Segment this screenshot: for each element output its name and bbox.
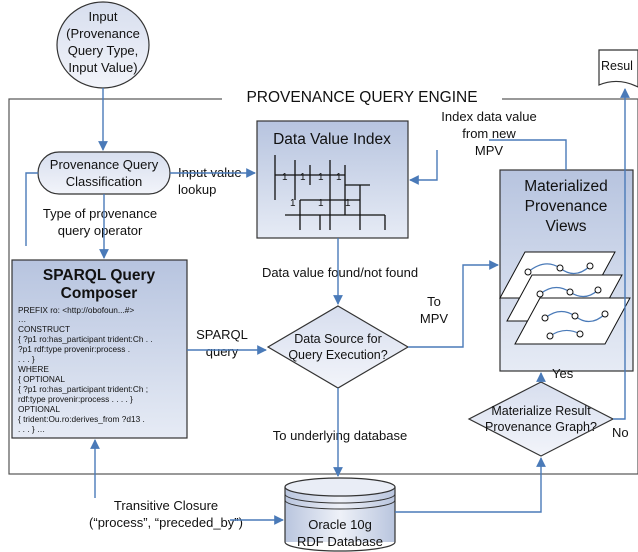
connectors	[25, 88, 630, 525]
sparql-composer-title-2: Composer	[61, 285, 138, 302]
result-label: Resul	[601, 59, 633, 73]
sparql-code-line-3: CONSTRUCT	[18, 324, 70, 334]
sparql-code-line-11: OPTIONAL	[18, 404, 60, 414]
to-mpv-line-2: MPV	[420, 311, 449, 326]
sparql-code-line-13: . . . } …	[18, 424, 45, 434]
input-line-1: Input	[89, 9, 118, 24]
input-value-lookup-line-2: lookup	[178, 182, 216, 197]
index-tree-icon	[274, 155, 386, 230]
engine-title: PROVENANCE QUERY ENGINE	[246, 89, 477, 106]
mpv-line-2: Provenance	[525, 198, 608, 215]
sparql-code-line-5: ?p1 rdf:type provenir:process .	[18, 344, 130, 354]
sparql-composer-title-1: SPARQL Query	[43, 267, 156, 284]
transitive-closure-line-1: Transitive Closure	[114, 498, 218, 513]
index-number-4: 1	[336, 172, 342, 183]
sparql-code-line-4: { ?p1 ro:has_participant trident:Ch . .	[18, 334, 153, 344]
value-found-label: Data value found/not found	[262, 265, 418, 280]
index-new-mpv-line-3: MPV	[475, 143, 504, 158]
sparql-code-line-2: …	[18, 314, 26, 324]
input-line-3: Query Type,	[68, 43, 139, 58]
materialize-line-2: Provenance Graph?	[485, 420, 597, 434]
transitive-closure-line-2: (“process”, “preceded_by”)	[89, 515, 243, 530]
index-number-6: 1	[318, 198, 324, 209]
sparql-code-line-10: rdf:type provenir:process . . . . }	[18, 394, 133, 404]
to-mpv-line-1: To	[427, 294, 441, 309]
provenance-graph-stack-icon	[499, 251, 631, 345]
arrow-mpv-to-index-top	[489, 139, 567, 170]
index-number-3: 1	[318, 172, 324, 183]
data-value-index-title: Data Value Index	[273, 131, 391, 148]
input-line-2: (Provenance	[66, 26, 140, 41]
classification-line-2: Classification	[66, 174, 143, 189]
database-line-2: RDF Database	[297, 534, 383, 549]
input-line-4: Input Value)	[68, 60, 137, 75]
database-line-1: Oracle 10g	[308, 517, 372, 532]
arrow-db-to-materialize	[395, 457, 546, 513]
arrow-classification-left	[25, 172, 38, 246]
type-operator-line-1: Type of provenance	[43, 206, 157, 221]
sparql-code-line-1: PREFIX ro: <http://obofoun...#>	[18, 305, 134, 315]
mpv-line-1: Materialized	[524, 178, 608, 195]
index-number-1: 1	[282, 172, 288, 183]
sparql-query-line-2: query	[206, 344, 239, 359]
index-new-mpv-line-2: from new	[462, 126, 516, 141]
index-number-7: 1	[345, 198, 351, 209]
sparql-code-line-9: { ?p1 ro:has_participant trident:Ch ;	[18, 384, 148, 394]
arrow-mpv-to-index	[409, 150, 438, 185]
type-operator-line-2: query operator	[58, 223, 143, 238]
classification-line-1: Provenance Query	[50, 157, 159, 172]
sparql-code-line-7: WHERE	[18, 364, 49, 374]
no-label: No	[612, 425, 629, 440]
yes-label: Yes	[552, 366, 574, 381]
index-number-5: 1	[290, 198, 296, 209]
mpv-line-3: Views	[545, 218, 586, 235]
data-source-line-1: Data Source for	[294, 332, 382, 346]
sparql-code-line-6: . . . }	[18, 354, 35, 364]
sparql-query-line-1: SPARQL	[196, 327, 248, 342]
engine-title-bg	[222, 88, 502, 106]
arrow-no-to-result	[613, 88, 630, 420]
arrow-source-to-mpv	[408, 260, 499, 348]
index-new-mpv-line-1: Index data value	[441, 109, 536, 124]
oracle-database-node	[284, 477, 396, 552]
sparql-code-line-12: { trident:Ou.ro:derives_from ?d13 .	[18, 414, 145, 424]
data-source-line-2: Query Execution?	[288, 348, 387, 362]
data-value-index-node	[256, 120, 409, 239]
underlying-db-label: To underlying database	[273, 428, 407, 443]
index-number-2: 1	[300, 172, 306, 183]
materialize-line-1: Materialize Result	[491, 404, 591, 418]
sparql-composer-node	[11, 259, 188, 439]
sparql-code-line-8: { OPTIONAL	[18, 374, 65, 384]
materialize-decision	[467, 381, 615, 457]
